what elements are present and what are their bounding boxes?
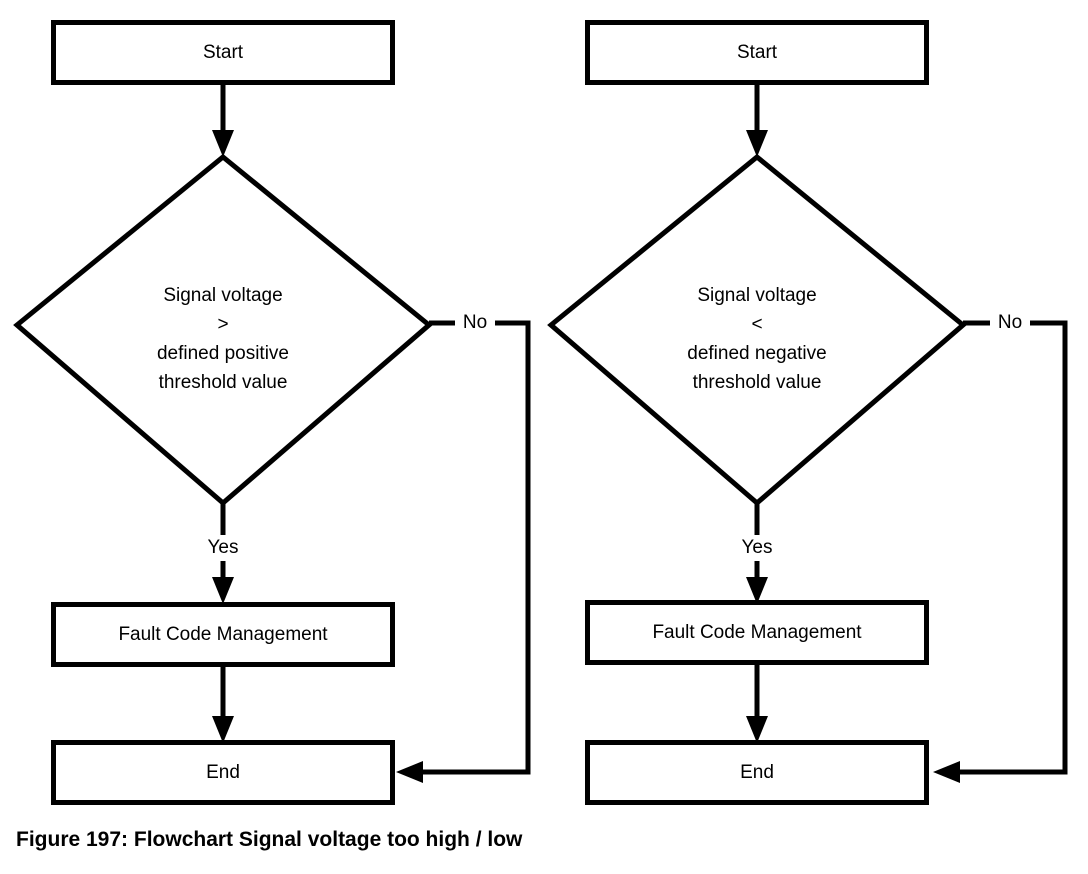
arrowhead-process-to-end-low [746, 716, 768, 743]
figure-caption: Figure 197: Flowchart Signal voltage too… [16, 828, 523, 851]
end-node-low[interactable] [585, 740, 929, 805]
start-node-high[interactable] [51, 20, 395, 85]
decision-node-high-line4: threshold value [159, 372, 288, 393]
flowchart-too-low: Start Signal voltage < defined negative … [547, 20, 1068, 805]
arrowhead-start-to-decision-high [212, 130, 234, 157]
yes-label-low: Yes [742, 537, 773, 558]
no-label-high-backing [455, 310, 495, 336]
arrowhead-yes-branch-high [212, 577, 234, 604]
start-node-low-label: Start [737, 42, 778, 63]
decision-node-low-line3: defined negative [687, 343, 826, 364]
no-label-high: No [463, 312, 487, 333]
arrowhead-yes-branch-low [746, 577, 768, 604]
process-node-high[interactable] [51, 602, 395, 667]
end-node-low-label: End [740, 762, 774, 783]
decision-node-high-line2: > [217, 314, 228, 335]
yes-label-low-backing [732, 535, 782, 561]
process-node-low[interactable] [585, 600, 929, 665]
arrowhead-no-branch-high [396, 761, 423, 783]
arrowhead-no-branch-low [933, 761, 960, 783]
decision-node-high-line3: defined positive [157, 343, 289, 364]
decision-node-high-line1: Signal voltage [163, 285, 282, 306]
decision-node-low-line2: < [751, 314, 762, 335]
no-label-low: No [998, 312, 1022, 333]
connector-no-branch-low [949, 320, 1068, 775]
process-node-low-label: Fault Code Management [652, 622, 862, 643]
start-node-low[interactable] [585, 20, 929, 85]
connector-no-branch-high [412, 320, 531, 775]
flowchart-too-high: Start Signal voltage > defined positive … [13, 20, 531, 805]
yes-label-high: Yes [208, 537, 239, 558]
decision-node-low-line4: threshold value [693, 372, 822, 393]
start-node-high-label: Start [203, 42, 244, 63]
end-node-high-label: End [206, 762, 240, 783]
arrowhead-process-to-end-high [212, 716, 234, 743]
decision-node-low-line1: Signal voltage [697, 285, 816, 306]
end-node-high[interactable] [51, 740, 395, 805]
process-node-high-label: Fault Code Management [118, 624, 328, 645]
arrowhead-start-to-decision-low [746, 130, 768, 157]
no-label-low-backing [990, 310, 1030, 336]
yes-label-high-backing [198, 535, 248, 561]
